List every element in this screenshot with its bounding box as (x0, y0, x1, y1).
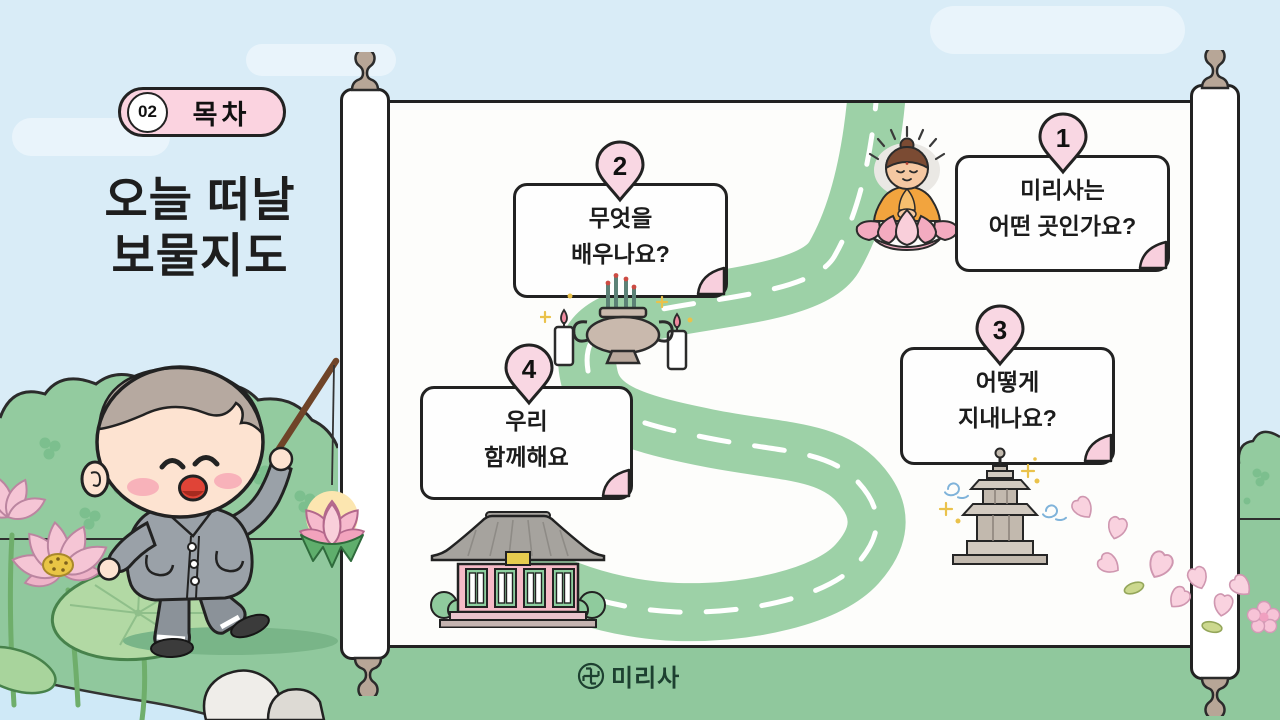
shoe (230, 613, 270, 639)
eyes (159, 455, 220, 470)
winding-path-icon (505, 103, 906, 642)
toc-item-label: 지내나요? (958, 404, 1057, 431)
toc-item-label: 어떤 곳인가요? (988, 212, 1137, 239)
hand (97, 557, 121, 581)
section-badge: 02 목차 (118, 87, 286, 137)
folded-corner (696, 266, 726, 296)
sparkle-icon (938, 463, 1036, 517)
toc-item-label: 배우나요? (571, 240, 670, 267)
scroll-knob-icon (350, 52, 380, 92)
petal-icon (1071, 495, 1280, 634)
scroll-knob-icon (353, 656, 383, 696)
leaf-icon (1123, 581, 1223, 634)
lotus-lantern-icon (298, 491, 366, 568)
toc-item-label: 어떻게 (975, 369, 1040, 395)
cloud-icon (930, 6, 1185, 54)
clover-icon (1243, 468, 1270, 505)
legs (150, 591, 270, 659)
lantern-pole (269, 357, 340, 462)
scroll-roller-left (340, 88, 390, 660)
toc-item-1[interactable]: 미리사는 어떤 곳인가요? (955, 155, 1170, 272)
folded-corner (1138, 240, 1168, 270)
lotus-seat (855, 208, 959, 252)
pond-water (0, 673, 252, 720)
map-pin-3: 3 (969, 303, 1031, 367)
halo-rays (868, 126, 946, 161)
temple-window (465, 568, 575, 608)
toc-item-label: 미리사는 (1020, 177, 1105, 203)
rock-icon (202, 669, 326, 720)
badge-number: 02 (127, 91, 168, 133)
blush (214, 473, 242, 489)
cloud-swirl-icon (944, 482, 1067, 522)
blossom-icon (1246, 600, 1280, 634)
candle-icon (666, 312, 688, 371)
folded-corner (1083, 433, 1113, 463)
map-pin-2: 2 (589, 139, 651, 203)
monk-character (80, 357, 366, 659)
footer-logo: 미리사 (576, 658, 680, 693)
manji-icon (577, 662, 605, 689)
toc-item-4[interactable]: 우리 함께해요 (420, 386, 633, 500)
sparkle-icon (540, 295, 669, 324)
blush (127, 478, 159, 496)
scroll-knob-icon (1200, 676, 1230, 716)
hand (268, 446, 294, 472)
map-pin-1: 1 (1032, 111, 1094, 175)
toc-item-label: 함께해요 (484, 443, 569, 470)
brand-name: 미리사 (611, 665, 681, 692)
incense-sticks (605, 273, 637, 308)
pocket (145, 554, 175, 577)
toc-item-3[interactable]: 어떻게 지내나요? (900, 347, 1115, 465)
shoe (150, 637, 194, 659)
toc-item-label: 무엇을 (588, 205, 653, 231)
temple-icon (430, 511, 606, 628)
pocket (215, 550, 245, 573)
folded-corner (601, 468, 631, 498)
lantern-string (331, 364, 335, 486)
head (80, 365, 265, 519)
incense-burner-icon (540, 273, 693, 371)
toc-item-2[interactable]: 무엇을 배우나요? (513, 183, 728, 298)
page-title: 오늘 떠날 보물지도 (104, 173, 296, 283)
scroll-knob-icon (1200, 50, 1230, 90)
buddha-icon (855, 126, 959, 252)
roof-tiles (467, 519, 569, 557)
toc-item-label: 우리 (505, 408, 548, 434)
ear (80, 460, 110, 498)
path-dashes (531, 103, 880, 615)
temple-plaque (505, 551, 531, 566)
lotus-flower-icon (0, 476, 108, 588)
map-pin-4: 4 (498, 342, 560, 406)
pagoda-icon (938, 447, 1067, 565)
candle-icon (553, 308, 575, 367)
badge-label: 목차 (192, 99, 251, 130)
